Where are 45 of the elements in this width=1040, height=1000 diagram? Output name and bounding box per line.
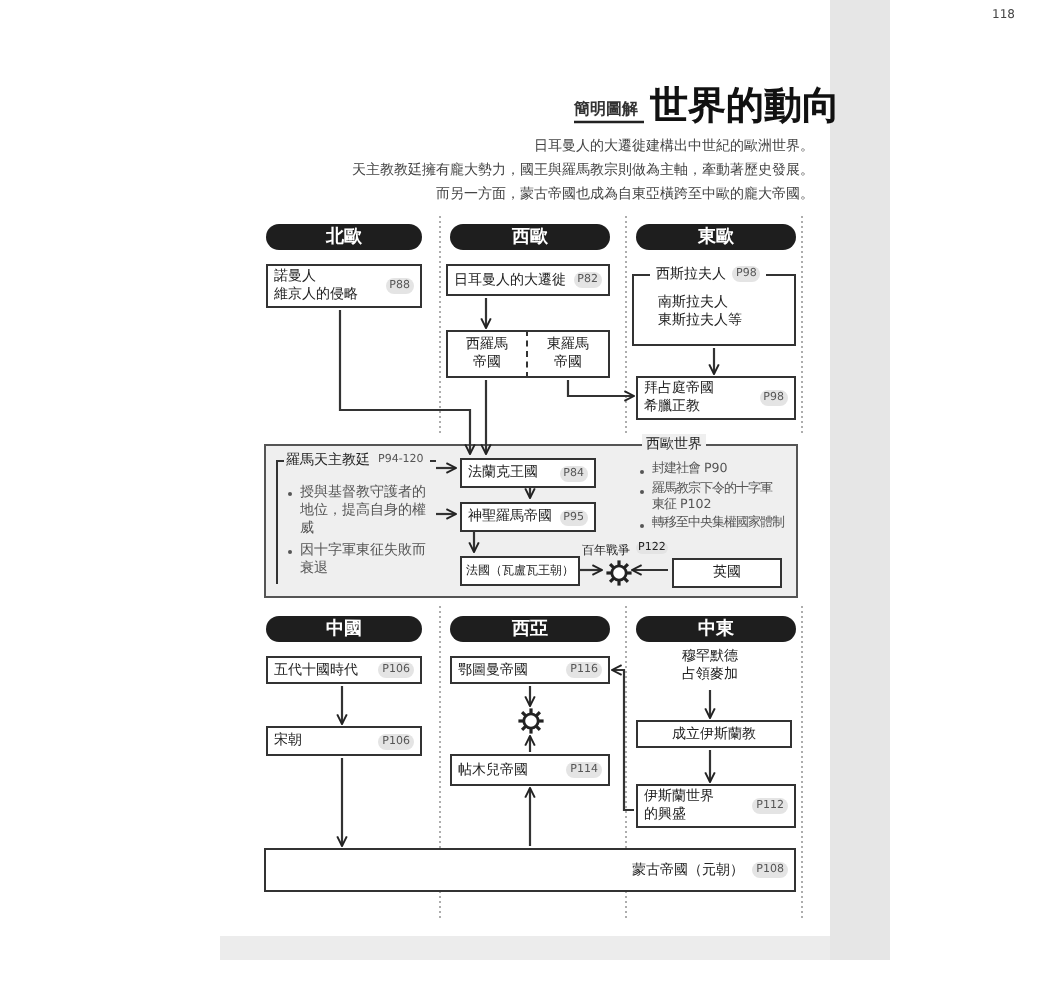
event-box [636,720,792,748]
title: 世界的動向 [650,82,840,132]
arrow [338,310,476,455]
event-box [460,458,596,488]
event-box [446,264,610,296]
event-box [266,264,422,308]
conflict-symbol [606,560,632,586]
arrow [704,750,716,783]
event-box [266,656,422,684]
arrow [631,564,668,576]
arrow [704,690,716,719]
arrow [524,735,536,752]
region-header: 西歐 [450,224,610,250]
event-box [450,656,610,684]
event-box [636,376,796,420]
arrow [480,380,492,455]
arrow [336,686,348,725]
arrow [524,686,536,707]
event-box [446,330,528,378]
arrow [480,298,492,329]
event-box [264,848,796,892]
event-box [460,502,596,532]
arrow [468,532,480,553]
series-label: 簡明圖解 [574,98,638,120]
event-box [460,556,580,586]
event-box [528,330,610,378]
arrow [524,787,536,846]
arrow [708,348,720,375]
event-box [450,754,610,786]
event-box [266,726,422,756]
event-box [672,558,782,588]
event-box [636,784,796,828]
arrow [580,564,603,576]
region-header: 中東 [636,616,796,642]
region-header: 西亞 [450,616,610,642]
arrow [524,487,536,499]
region-header: 東歐 [636,224,796,250]
conflict-symbol [518,708,544,734]
region-header: 中國 [266,616,422,642]
arrow [336,758,348,847]
region-header: 北歐 [266,224,422,250]
arrow [611,664,634,812]
arrow [436,508,457,520]
arrow [436,462,457,474]
arrow [566,380,635,402]
